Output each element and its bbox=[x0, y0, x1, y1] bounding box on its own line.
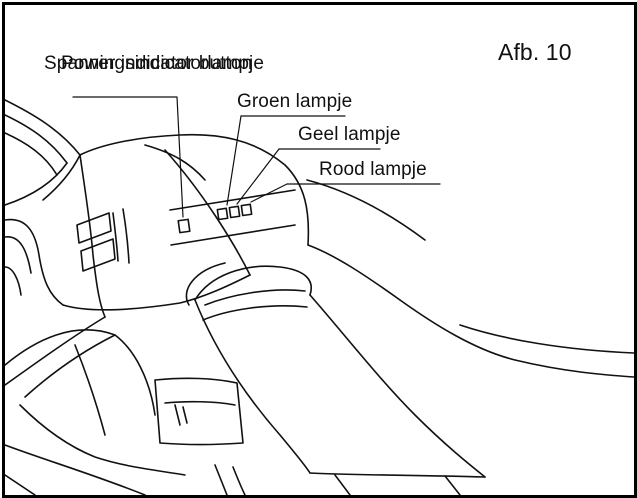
green-lamp-label: Groen lampje bbox=[237, 91, 353, 112]
left-handle bbox=[5, 99, 81, 306]
control-panel bbox=[169, 189, 296, 246]
red-lamp-label: Rood lampje bbox=[319, 159, 427, 180]
leader-lines bbox=[72, 96, 441, 218]
figure-label: Afb. 10 bbox=[498, 39, 572, 65]
power-indicator-button-shape bbox=[177, 218, 191, 234]
green-lamp-shape bbox=[216, 207, 229, 221]
red-lamp-shape bbox=[240, 203, 253, 217]
power-indicator-button-label: Power indicator button bbox=[61, 53, 253, 74]
yellow-lamp-shape bbox=[228, 205, 241, 219]
lower-body bbox=[5, 329, 246, 495]
vent-slots bbox=[76, 208, 130, 272]
device-line-drawing bbox=[5, 96, 634, 495]
indicator-label-overlap-a: Spanningsindicatorlampje bbox=[44, 53, 264, 74]
yellow-lamp-label: Geel lampje bbox=[298, 124, 401, 145]
intake-tube bbox=[185, 262, 486, 495]
main-body bbox=[5, 133, 634, 398]
